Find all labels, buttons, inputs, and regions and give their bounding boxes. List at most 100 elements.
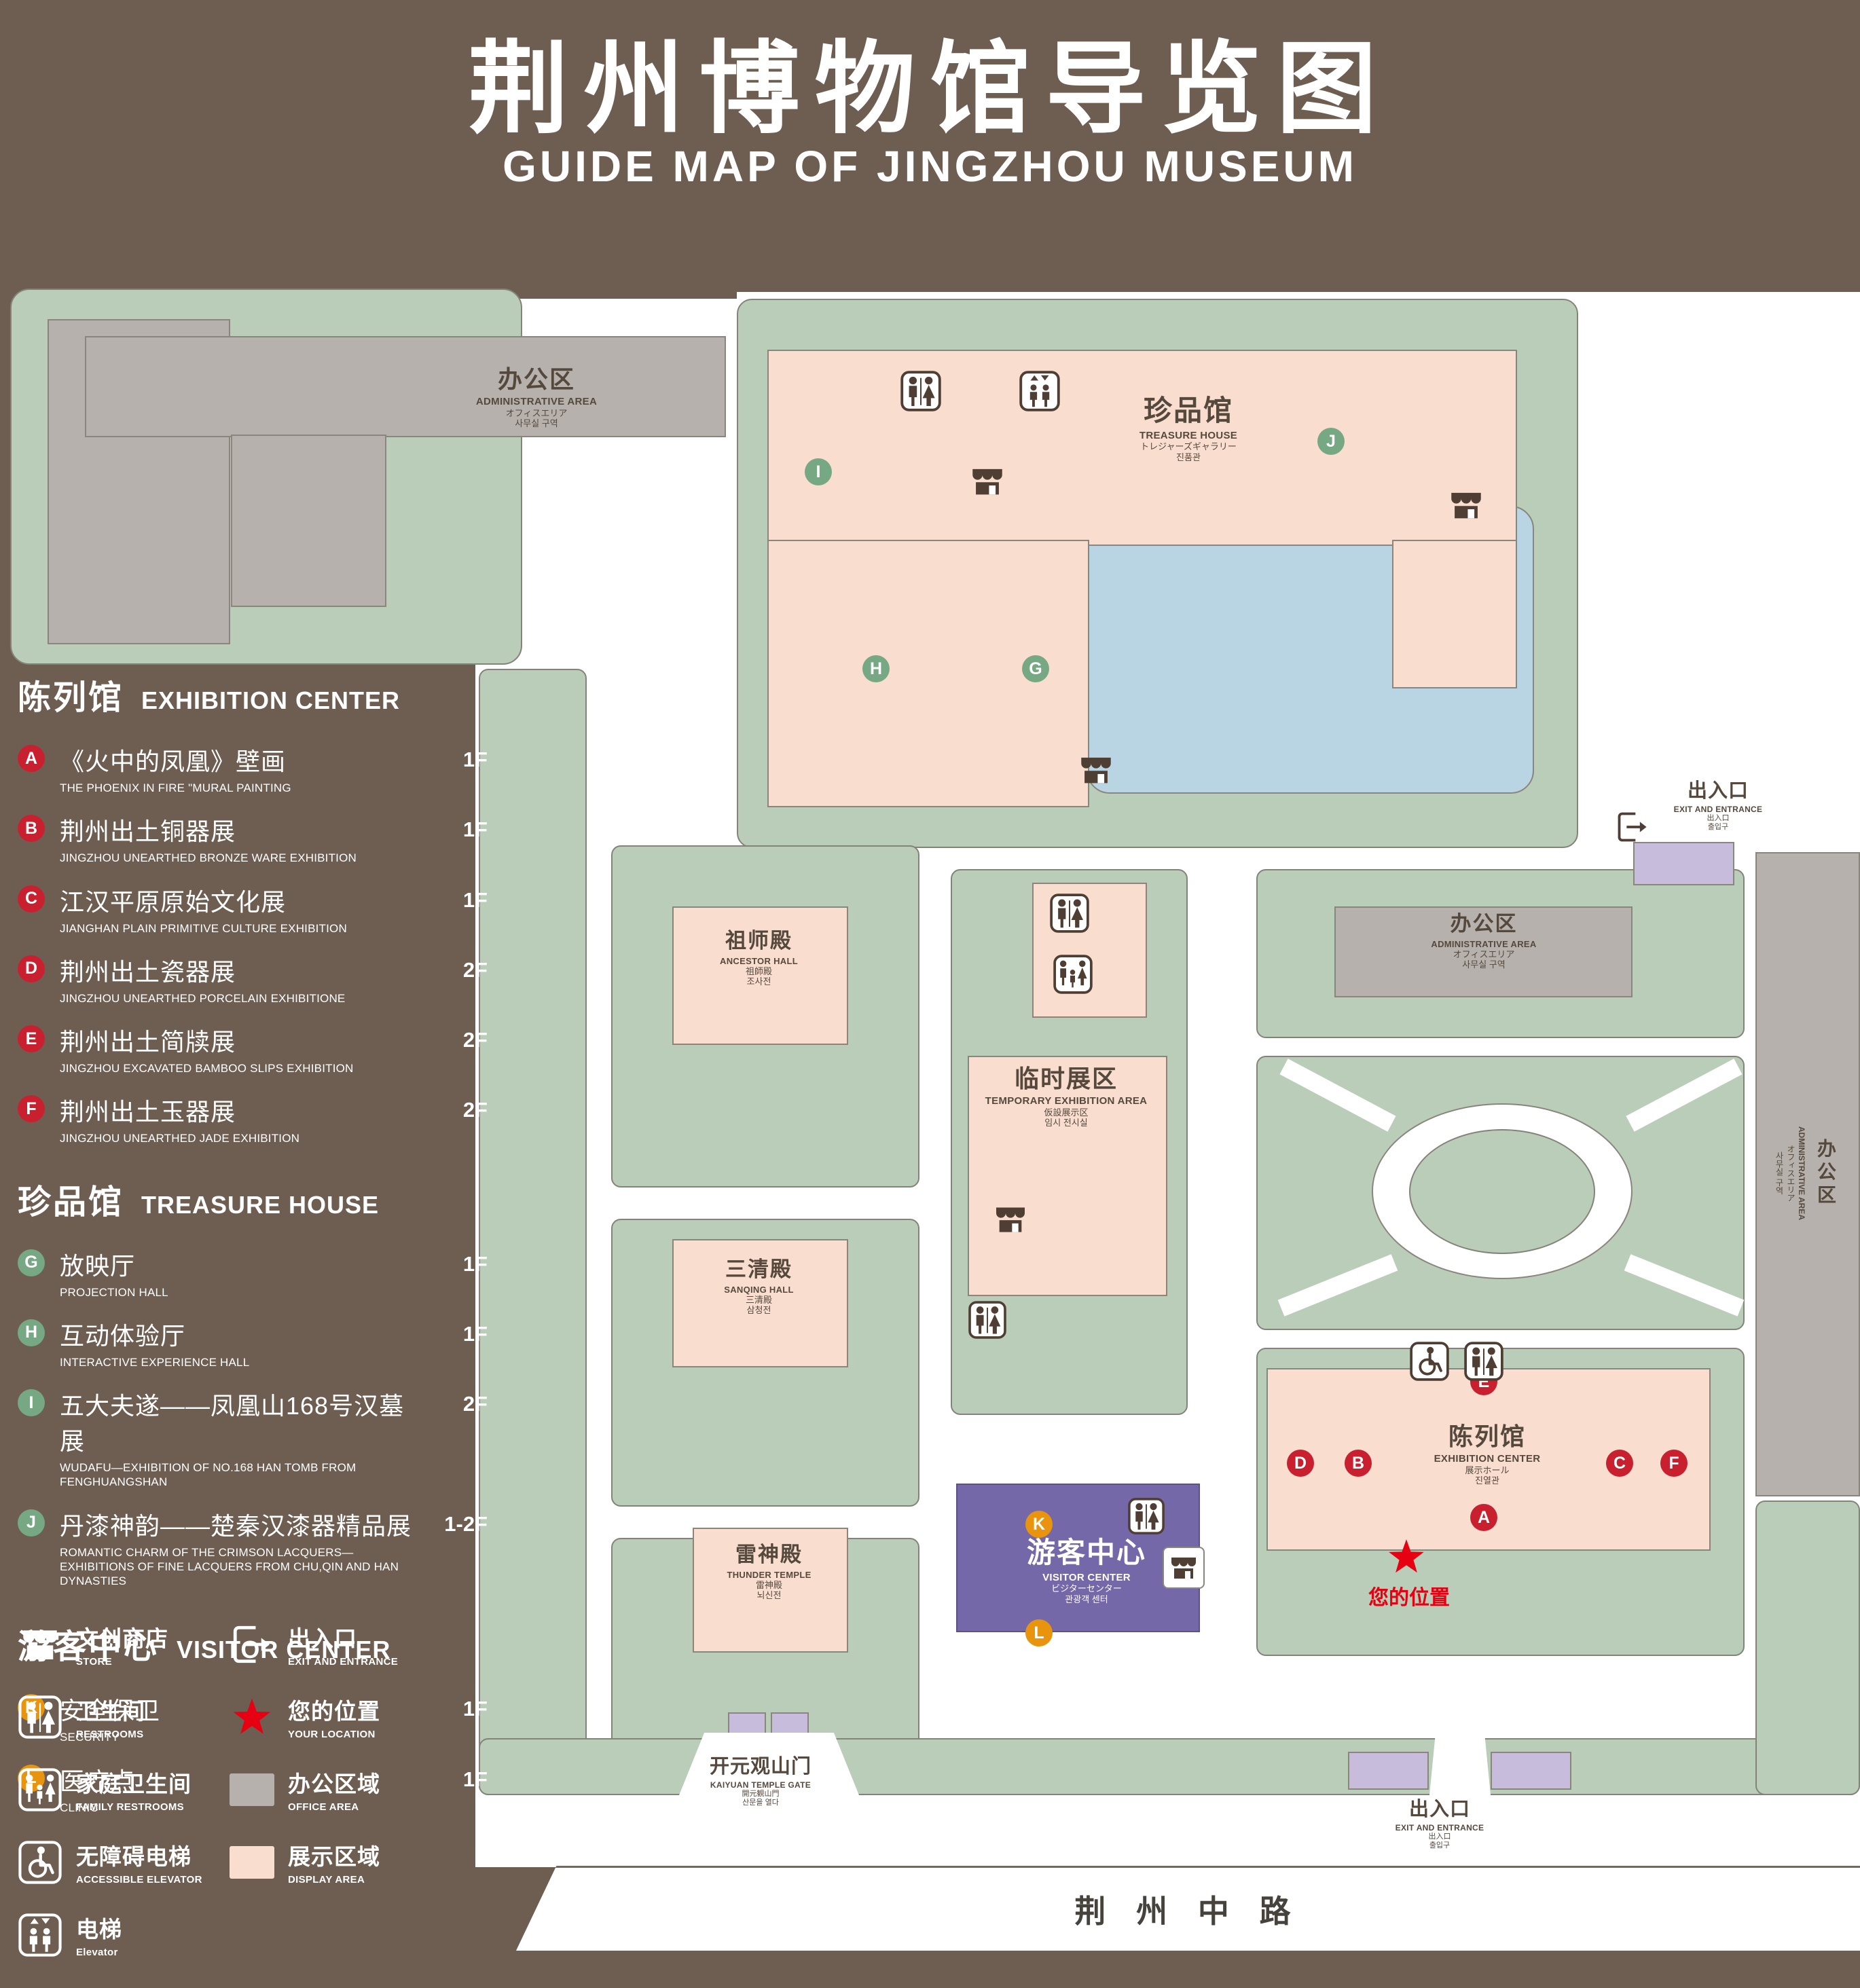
legend-exit: 出入口 EXIT AND ENTRANCE (230, 1608, 493, 1680)
label-ko: 사무실 구역 (1774, 1151, 1784, 1195)
item-zh: 荆州出土瓷器展 (60, 957, 236, 986)
label-ko: 출입구 (1429, 1841, 1451, 1850)
list-item-d: D 荆州出土瓷器展 JINGZHOU UNEARTHED PORCELAIN E… (18, 953, 488, 1006)
legend-store: 文创商店 STORE (18, 1608, 230, 1680)
legend-zh: 您的位置 (288, 1699, 380, 1724)
location-star-icon (1385, 1536, 1427, 1578)
store-icon (1446, 485, 1486, 525)
exit-icon (1615, 809, 1650, 845)
legend-en: ACCESSIBLE ELEVATOR (76, 1874, 202, 1885)
item-en: JINGZHOU UNEARTHED PORCELAIN EXHIBITIONE (60, 991, 346, 1005)
marker-badge-a: A (18, 745, 45, 772)
map-marker-f: F (1660, 1450, 1688, 1477)
accessible-elevator-icon (18, 1840, 62, 1885)
label-en: ADMINISTRATIVE AREA (475, 396, 598, 408)
label-ja: トレジャーズギャラリー (1140, 441, 1237, 452)
restroom-icon (1463, 1341, 1504, 1382)
item-en: CLINIC (60, 1801, 98, 1814)
label-zh: 办公区 (1815, 1138, 1836, 1208)
label-ancestor-hall: 祖师殿 ANCESTOR HALL 祖師殿 조사전 (672, 929, 845, 987)
display-area-swatch (230, 1845, 274, 1879)
legend-zh: 办公区域 (288, 1771, 380, 1797)
label-ja: ビジターセンター (1051, 1583, 1122, 1594)
list-item-j: J 丹漆神韵——楚秦汉漆器精品展 ROMANTIC CHARM OF THE C… (18, 1507, 488, 1589)
label-ko: 뇌신전 (756, 1590, 782, 1601)
entrance-block (1491, 1752, 1571, 1790)
item-zh: 医疗点 (60, 1767, 136, 1795)
sanqing-hall-building (672, 1239, 848, 1367)
treasure-house-building (1392, 540, 1517, 688)
legend-en: Elevator (76, 1947, 118, 1958)
legend-en: FAMILY RESTROOMS (76, 1801, 184, 1813)
label-en: EXIT AND ENTRANCE (1673, 805, 1763, 815)
label-exhibition-center: 陈列馆 EXHIBITION CENTER 展示ホール 진열관 (1399, 1422, 1575, 1486)
label-zh: 珍品馆 (1143, 394, 1233, 426)
office-area-swatch (230, 1773, 274, 1806)
label-ko: 삼청전 (746, 1305, 771, 1316)
store-icon (1076, 750, 1116, 790)
page-title: 荆州博物馆导览图 (468, 33, 1392, 145)
label-zh: 三清殿 (725, 1257, 792, 1281)
label-ko: 관광객 센터 (1065, 1594, 1108, 1604)
label-zh: 出入口 (1408, 1799, 1470, 1820)
section-treasure-house: 珍品馆 TREASURE HOUSE (18, 1175, 488, 1223)
restroom-icon (968, 1300, 1007, 1340)
map-marker-j: J (1317, 428, 1345, 455)
item-zh: 丹漆神韵——楚秦汉漆器精品展 (60, 1511, 412, 1540)
family-restroom-icon (1053, 954, 1093, 995)
label-ko: 진열관 (1475, 1475, 1499, 1486)
label-ja: 祖師殿 (745, 965, 772, 976)
list-item-a: A 《火中的凤凰》壁画 THE PHOENIX IN FIRE "MURAL P… (18, 742, 488, 795)
item-en: JIANGHAN PLAIN PRIMITIVE CULTURE EXHIBIT… (60, 921, 347, 935)
label-ja: 三清殿 (745, 1294, 772, 1305)
label-ja: 仮設展示区 (1044, 1107, 1089, 1118)
thunder-temple-building (693, 1528, 848, 1653)
item-floor: 2F (462, 957, 488, 982)
legend-zh: 电梯 (76, 1917, 122, 1942)
page-subtitle: GUIDE MAP OF JINGZHOU MUSEUM (503, 142, 1357, 191)
section-exhibition-center: 陈列馆 EXHIBITION CENTER (18, 671, 488, 719)
elevator-icon (18, 1913, 62, 1957)
legend-display-area: 展示区域 DISPLAY AREA (230, 1826, 493, 1898)
label-ja: オフィスエリア (505, 408, 568, 419)
label-ko: 사무실 구역 (1462, 959, 1506, 970)
store-icon (1163, 1547, 1205, 1589)
item-en: ROMANTIC CHARM OF THE CRIMSON LACQUERS—E… (60, 1545, 399, 1588)
label-en: ADMINISTRATIVE AREA (1431, 938, 1537, 949)
administrative-building-top (231, 435, 386, 607)
label-temporary-exhibition: 临时展区 TEMPORARY EXHIBITION AREA 仮設展示区 임시 … (970, 1065, 1163, 1128)
label-en: SANQING HALL (724, 1284, 794, 1295)
label-zh: 雷神殿 (735, 1543, 803, 1566)
item-zh: 安全保卫 (60, 1697, 161, 1725)
label-ja: 雷神殿 (755, 1579, 782, 1590)
green-strip-left (479, 669, 587, 1795)
item-floor: 2F (462, 1392, 488, 1416)
label-ja: 出入口 (1428, 1833, 1451, 1841)
restroom-icon (900, 370, 942, 412)
legend-en: YOUR LOCATION (288, 1729, 376, 1740)
label-ja: 出入口 (1707, 814, 1730, 823)
label-en: EXIT AND ENTRANCE (1395, 1823, 1484, 1833)
item-floor: 1F (462, 817, 488, 842)
ancestor-hall-building (672, 906, 848, 1045)
label-ja: 開元観山門 (742, 1790, 780, 1799)
item-floor: 1F (462, 748, 488, 771)
road-name: 荆 州 中 路 (1074, 1894, 1302, 1929)
label-en: ANCESTOR HALL (720, 955, 798, 966)
administrative-building-top (85, 336, 726, 437)
legend-zh: 展示区域 (288, 1844, 380, 1869)
map-marker-d: D (1287, 1450, 1314, 1477)
item-en: THE PHOENIX IN FIRE "MURAL PAINTING (60, 781, 291, 794)
label-ko: 임시 전시실 (1044, 1118, 1088, 1128)
legend-accessible-elevator: 无障碍电梯 ACCESSIBLE ELEVATOR (18, 1826, 230, 1898)
legend-en: OFFICE AREA (288, 1801, 359, 1813)
label-zh: 出入口 (1687, 780, 1749, 802)
label-en: EXHIBITION CENTER (1434, 1453, 1541, 1465)
item-en: PROJECTION HALL (60, 1285, 168, 1299)
legend-family-restroom: 家庭卫生间 FAMILY RESTROOMS (18, 1753, 230, 1826)
item-zh: 《火中的凤凰》壁画 (60, 748, 287, 775)
legend-office-area: 办公区域 OFFICE AREA (230, 1753, 493, 1826)
sidebar-legend-panel: 陈列馆 EXHIBITION CENTER A 《火中的凤凰》壁画 THE PH… (18, 671, 488, 1832)
label-ko: 조사전 (746, 976, 771, 987)
item-en: SECURITY (60, 1731, 120, 1744)
